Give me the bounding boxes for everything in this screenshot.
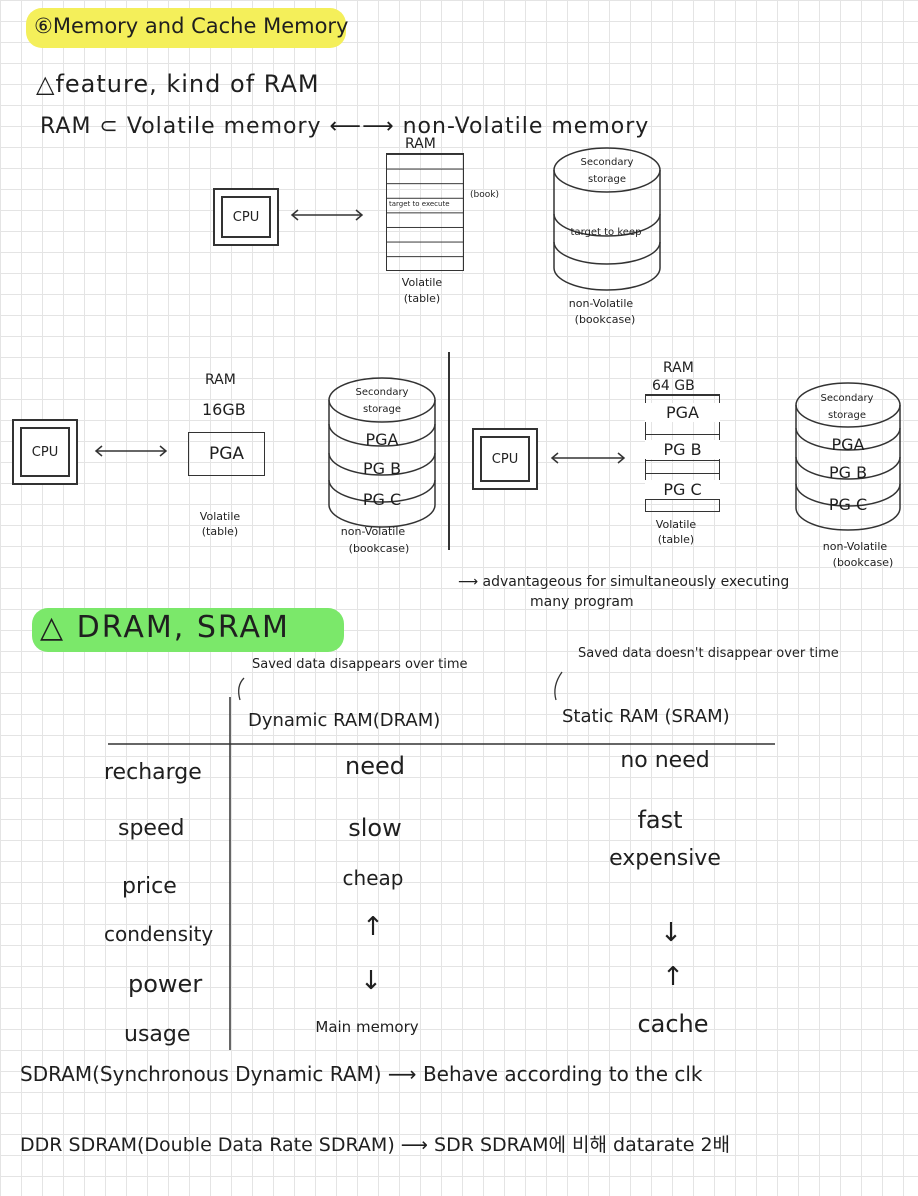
storage-band-label: PGA [831, 435, 865, 454]
row-label-condensity: condensity [104, 922, 214, 946]
ram-volatile-line: RAM ⊂ Volatile memory ⟵⟶ non-Volatile me… [40, 114, 650, 139]
ram-label: RAM [405, 136, 436, 152]
section2-heading: △ DRAM, SRAM [40, 610, 290, 645]
sram-note: Saved data doesn't disappear over time [578, 646, 839, 661]
storage-band-label: PG C [828, 495, 868, 514]
cpu-chip-label: CPU [480, 436, 530, 482]
sram-price: expensive [609, 846, 721, 871]
dram-note: Saved data disappears over time [252, 657, 468, 672]
title-highlight [26, 8, 346, 48]
ram-slot-pga: PGA [645, 403, 720, 422]
storage-caption-bookcase: (bookcase) [832, 556, 894, 569]
row-label-usage: usage [124, 1022, 191, 1047]
row-label-recharge: recharge [104, 760, 202, 785]
ram-target-label: target to execute [389, 200, 450, 208]
cpu-chip-label: CPU [20, 427, 70, 477]
dram-price: cheap [342, 866, 404, 890]
storage-top-label-2: storage [588, 174, 626, 185]
sram-condensity: ↓ [660, 918, 682, 948]
sram-header: Static RAM (SRAM) [562, 706, 730, 727]
sdram-line: SDRAM(Synchronous Dynamic RAM) ⟶ Behave … [20, 1062, 703, 1086]
sram-usage: cache [637, 1010, 709, 1038]
storage-top-label-1: Secondary [820, 393, 874, 404]
book-note: (book) [470, 190, 499, 200]
ram-caption-volatile: Volatile [401, 276, 443, 289]
storage-caption-bookcase: (bookcase) [574, 313, 636, 326]
storage-caption-nonvolatile: non-Volatile [340, 525, 406, 538]
storage-band-label: PG B [362, 459, 402, 478]
dram-speed: slow [348, 814, 402, 842]
ram-slot-pga: PGA [208, 444, 245, 464]
ram-caption-table: (table) [657, 533, 695, 546]
dram-power: ↓ [360, 966, 382, 996]
advantage-note-line2: many program [530, 594, 634, 610]
page-title: ⑥Memory and Cache Memory [34, 14, 349, 38]
storage-top-label-1: Secondary [355, 387, 409, 398]
section2-highlight [32, 608, 344, 652]
sram-power: ↑ [662, 962, 684, 992]
advantage-note-line1: ⟶ advantageous for simultaneously execut… [458, 574, 790, 590]
storage-band-label: PGA [365, 430, 399, 449]
ram-size-label: 64 GB [652, 378, 695, 394]
sram-recharge: no need [620, 748, 710, 773]
ram-caption-volatile: Volatile [655, 518, 697, 531]
storage-caption-nonvolatile: non-Volatile [568, 297, 634, 310]
storage-band-label: PG B [828, 463, 868, 482]
row-label-power: power [128, 970, 203, 998]
ram-table-block [386, 153, 464, 271]
ram-label: RAM [205, 372, 236, 388]
storage-top-label-2: storage [363, 404, 401, 415]
storage-caption-nonvolatile: non-Volatile [822, 540, 888, 553]
ram-caption-table: (table) [403, 292, 441, 305]
ram-label: RAM [663, 360, 694, 376]
cpu-chip-icon: CPU [472, 428, 538, 490]
storage-top-label-2: storage [828, 410, 866, 421]
dram-header: Dynamic RAM(DRAM) [248, 710, 441, 731]
storage-top-label-1: Secondary [580, 157, 634, 168]
storage-band-label: PG C [362, 490, 402, 509]
cpu-chip-icon: CPU [12, 419, 78, 485]
ram-slot-block [188, 432, 265, 476]
cpu-chip-icon: CPU [213, 188, 279, 246]
ram-caption-volatile: Volatile [199, 510, 241, 523]
storage-keep-label: target to keep [570, 227, 642, 238]
ram-caption-table: (table) [201, 525, 239, 538]
ddr-sdram-line: DDR SDRAM(Double Data Rate SDRAM) ⟶ SDR … [20, 1134, 731, 1156]
dram-condensity: ↑ [362, 912, 384, 942]
sram-speed: fast [637, 806, 683, 834]
cpu-chip-label: CPU [221, 196, 271, 238]
section1-heading: △feature, kind of RAM [36, 70, 320, 98]
row-label-price: price [122, 874, 177, 899]
dram-recharge: need [345, 752, 405, 780]
ram-slot-pgb: PG B [645, 440, 720, 459]
ram-slot-pgc: PG C [645, 480, 720, 499]
ram-size-label: 16GB [202, 400, 246, 419]
row-label-speed: speed [118, 816, 185, 841]
dram-usage: Main memory [315, 1018, 419, 1036]
storage-caption-bookcase: (bookcase) [348, 542, 410, 555]
